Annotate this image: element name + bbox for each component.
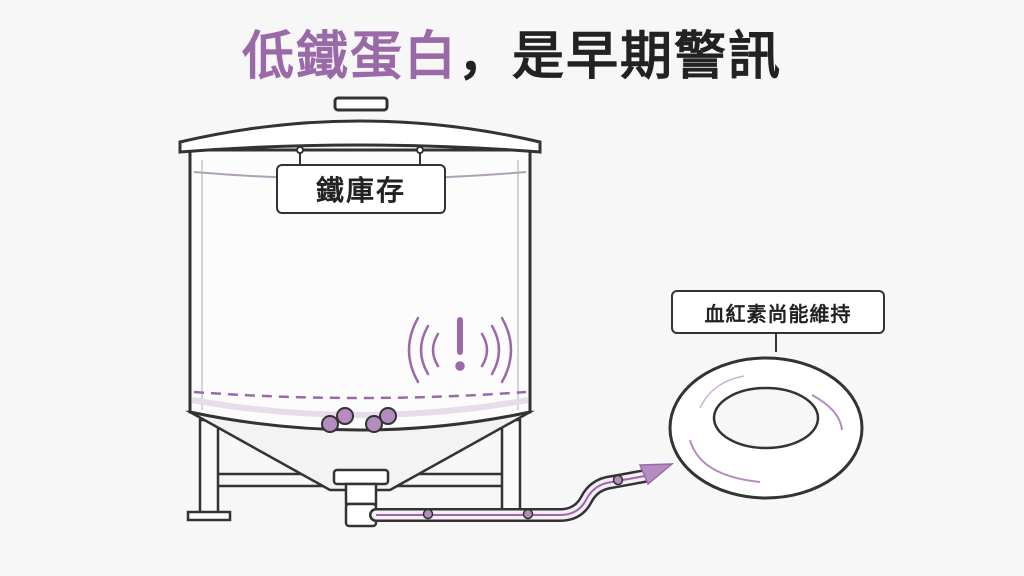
iron-particle-icon — [321, 415, 339, 433]
tank-lid — [178, 96, 542, 154]
title-highlight: 低鐵蛋白 — [241, 27, 458, 87]
iron-particles — [321, 407, 397, 433]
iron-particle-icon — [365, 415, 383, 433]
iron-stores-label: 鐵庫存 — [276, 164, 446, 214]
outflow-pipe — [369, 469, 652, 522]
flow-arrow-icon — [638, 463, 675, 486]
residual-layer — [191, 397, 529, 418]
red-blood-cell — [668, 330, 864, 500]
label-hangers — [296, 146, 424, 165]
iron-particle-icon — [336, 407, 354, 425]
title-rest: ，是早期警訊 — [458, 27, 783, 87]
warning-exclamation-icon — [407, 316, 513, 384]
iron-particle-icon — [379, 407, 397, 425]
hemoglobin-maintained-label: 血紅素尚能維持 — [671, 290, 885, 334]
low-iron-level-line — [193, 390, 527, 400]
tank-outlet — [332, 468, 390, 528]
page-title: 低鐵蛋白，是早期警訊 — [0, 14, 1024, 89]
